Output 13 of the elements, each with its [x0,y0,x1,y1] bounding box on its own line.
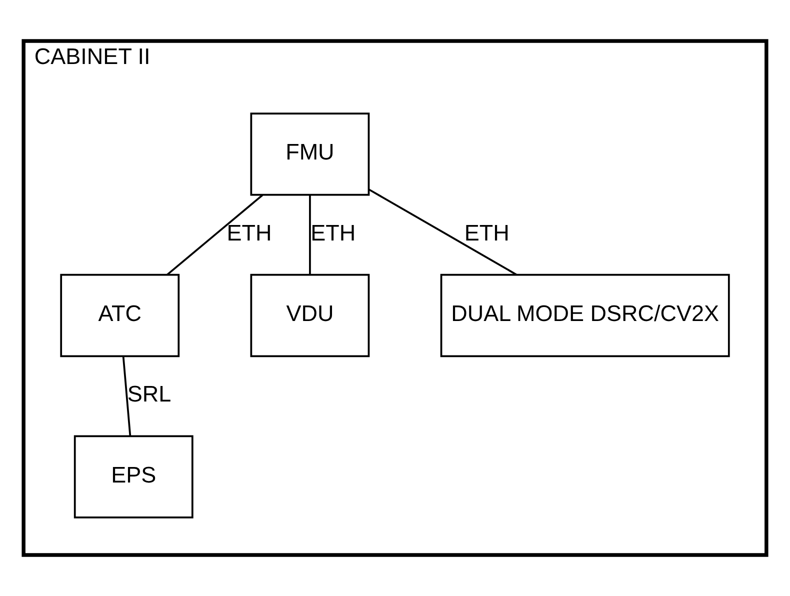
connector [122,356,132,436]
connector [368,188,517,276]
edge-label: ETH [464,220,510,246]
edge-label: ETH [310,220,356,246]
node-box: VDU [250,274,370,358]
node-box: DUAL MODE DSRC/CV2X [440,274,730,358]
connector [166,194,264,276]
edge-label: ETH [226,220,272,246]
node-box: EPS [74,435,194,518]
connector [309,195,311,275]
edge-label: SRL [127,382,172,407]
node-box: FMU [250,112,370,196]
node-box: ATC [60,274,180,358]
